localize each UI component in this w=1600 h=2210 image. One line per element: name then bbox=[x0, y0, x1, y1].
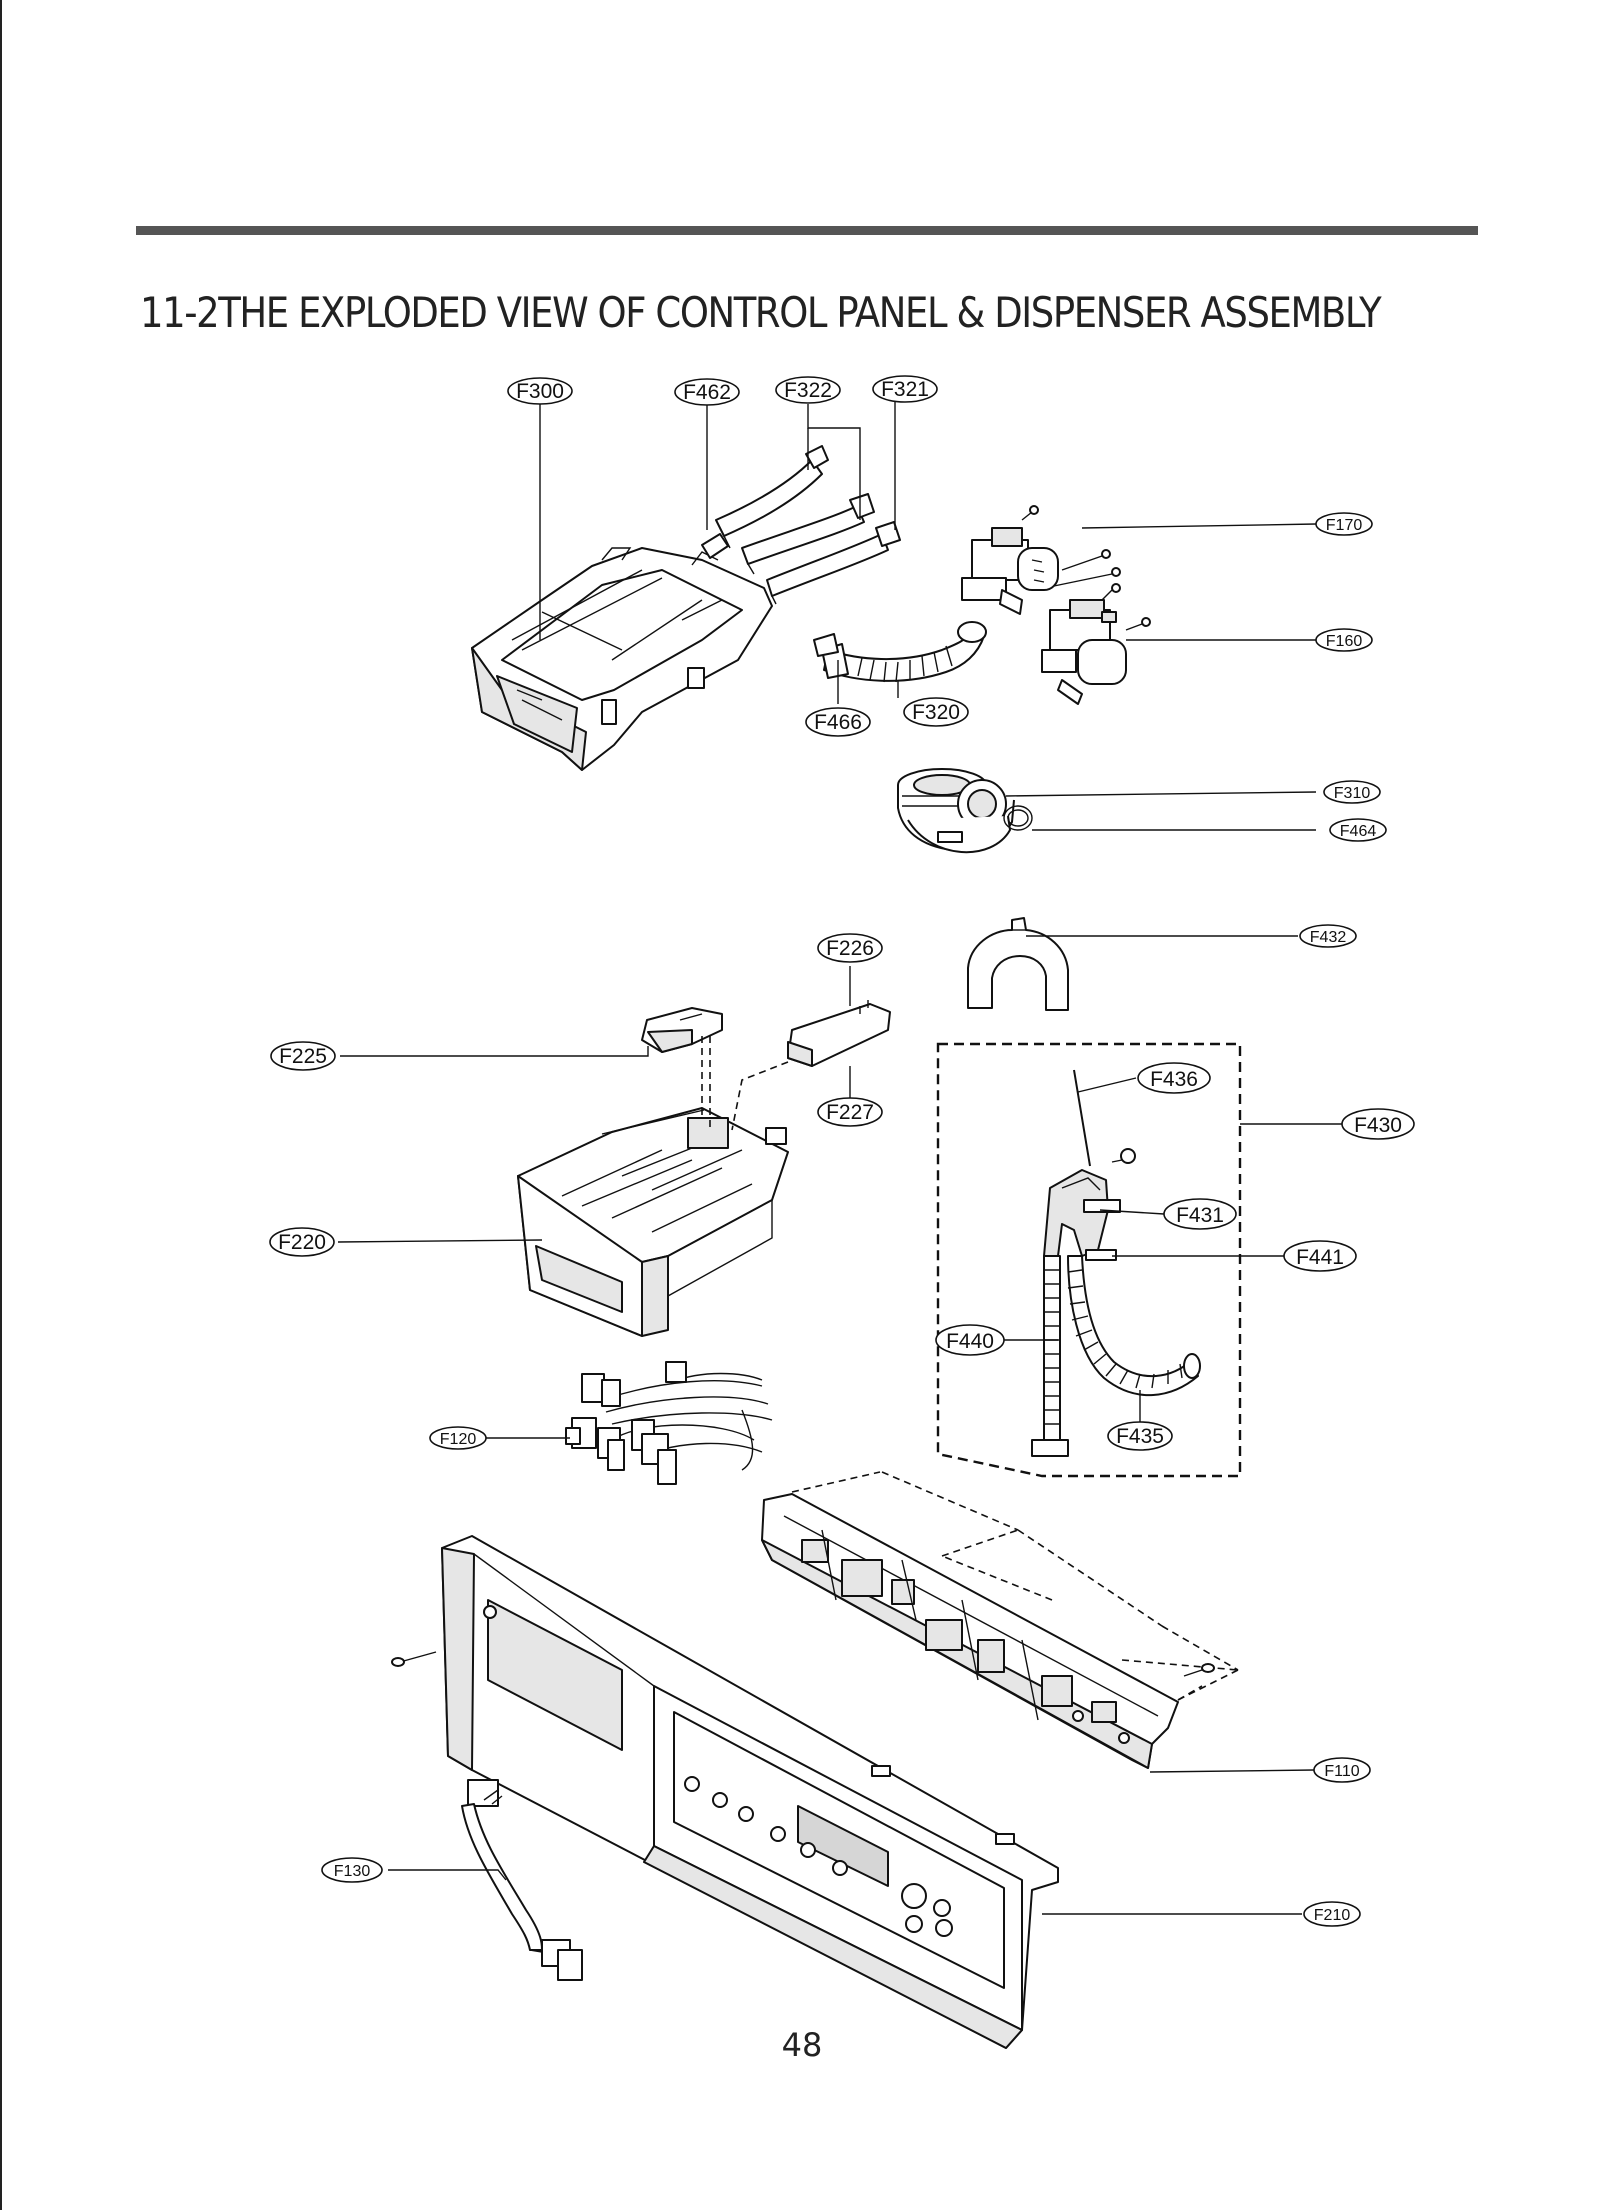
callout-f160: F160 bbox=[1315, 628, 1373, 652]
bellows-hose-icon bbox=[813, 621, 987, 683]
callout-f435: F435 bbox=[1107, 1421, 1173, 1451]
water-valve-icon bbox=[1041, 583, 1151, 705]
dispenser-drawer-icon bbox=[787, 1000, 891, 1067]
callout-f110: F110 bbox=[1313, 1757, 1371, 1783]
callout-f430: F430 bbox=[1341, 1108, 1415, 1140]
svg-text:F440: F440 bbox=[946, 1330, 994, 1353]
svg-text:F320: F320 bbox=[912, 701, 960, 724]
control-panel-icon bbox=[391, 1535, 1059, 2049]
callout-f225: F225 bbox=[270, 1041, 336, 1071]
dispenser-drawer-icon bbox=[641, 1007, 723, 1053]
callout-f432: F432 bbox=[1299, 924, 1357, 948]
leader-lines bbox=[337, 402, 1342, 1915]
pcb-assembly-icon bbox=[761, 1493, 1179, 1769]
drain-pump-icon bbox=[897, 768, 1033, 854]
dispenser-housing-icon bbox=[471, 547, 773, 771]
callout-f441: F441 bbox=[1283, 1240, 1357, 1272]
callout-f170: F170 bbox=[1315, 512, 1373, 536]
callout-f466: F466 bbox=[805, 707, 871, 737]
svg-text:F462: F462 bbox=[683, 381, 731, 404]
callout-f431: F431 bbox=[1163, 1198, 1237, 1230]
svg-text:F226: F226 bbox=[826, 937, 874, 960]
callout-f210: F210 bbox=[1303, 1901, 1361, 1927]
callout-f226: F226 bbox=[817, 933, 883, 963]
svg-text:F431: F431 bbox=[1176, 1204, 1224, 1227]
svg-text:F160: F160 bbox=[1326, 633, 1363, 650]
svg-text:F321: F321 bbox=[881, 378, 929, 401]
callout-f436: F436 bbox=[1137, 1062, 1211, 1094]
svg-text:F225: F225 bbox=[279, 1045, 327, 1068]
svg-text:F220: F220 bbox=[278, 1231, 326, 1254]
page-number: 48 bbox=[781, 2026, 823, 2064]
svg-text:F110: F110 bbox=[1324, 1763, 1359, 1780]
wire-harness-icon bbox=[565, 1361, 773, 1485]
header-rule bbox=[136, 226, 1478, 235]
callout-f220: F220 bbox=[269, 1227, 335, 1257]
svg-text:F466: F466 bbox=[814, 711, 862, 734]
callout-f464: F464 bbox=[1329, 818, 1387, 842]
callout-f322: F322 bbox=[775, 376, 841, 404]
page-title: 11-2THE EXPLODED VIEW OF CONTROL PANEL &… bbox=[140, 288, 1382, 337]
callout-f227: F227 bbox=[817, 1097, 883, 1127]
callout-f321: F321 bbox=[872, 375, 938, 403]
dispenser-drawer-icon bbox=[517, 1107, 789, 1337]
svg-text:F130: F130 bbox=[334, 1863, 371, 1880]
svg-text:F300: F300 bbox=[516, 380, 564, 403]
svg-text:F432: F432 bbox=[1310, 929, 1347, 946]
water-valve-icon bbox=[961, 505, 1121, 615]
svg-text:F210: F210 bbox=[1314, 1907, 1351, 1924]
callout-f440: F440 bbox=[935, 1324, 1005, 1356]
svg-text:F170: F170 bbox=[1326, 517, 1363, 534]
svg-text:F120: F120 bbox=[440, 1431, 477, 1448]
callout-f310: F310 bbox=[1323, 780, 1381, 804]
callout-f120: F120 bbox=[429, 1426, 487, 1450]
callout-f300: F300 bbox=[507, 377, 573, 405]
inlet-hose-icon bbox=[701, 445, 901, 605]
svg-text:F436: F436 bbox=[1150, 1068, 1198, 1091]
wire-harness-icon bbox=[461, 1779, 583, 1981]
svg-text:F322: F322 bbox=[784, 379, 832, 402]
hose-hanger-icon bbox=[967, 917, 1069, 1011]
svg-text:F227: F227 bbox=[826, 1101, 874, 1124]
svg-text:F310: F310 bbox=[1334, 785, 1371, 802]
svg-text:F435: F435 bbox=[1116, 1425, 1164, 1448]
svg-text:F464: F464 bbox=[1340, 823, 1377, 840]
svg-text:F430: F430 bbox=[1354, 1114, 1402, 1137]
assembly-guides bbox=[701, 1036, 1242, 1701]
callout-f462: F462 bbox=[674, 378, 740, 406]
callout-f130: F130 bbox=[321, 1857, 383, 1883]
drain-hose-assembly-icon bbox=[1031, 1069, 1201, 1457]
callout-f320: F320 bbox=[903, 697, 969, 727]
svg-text:F441: F441 bbox=[1296, 1246, 1344, 1269]
